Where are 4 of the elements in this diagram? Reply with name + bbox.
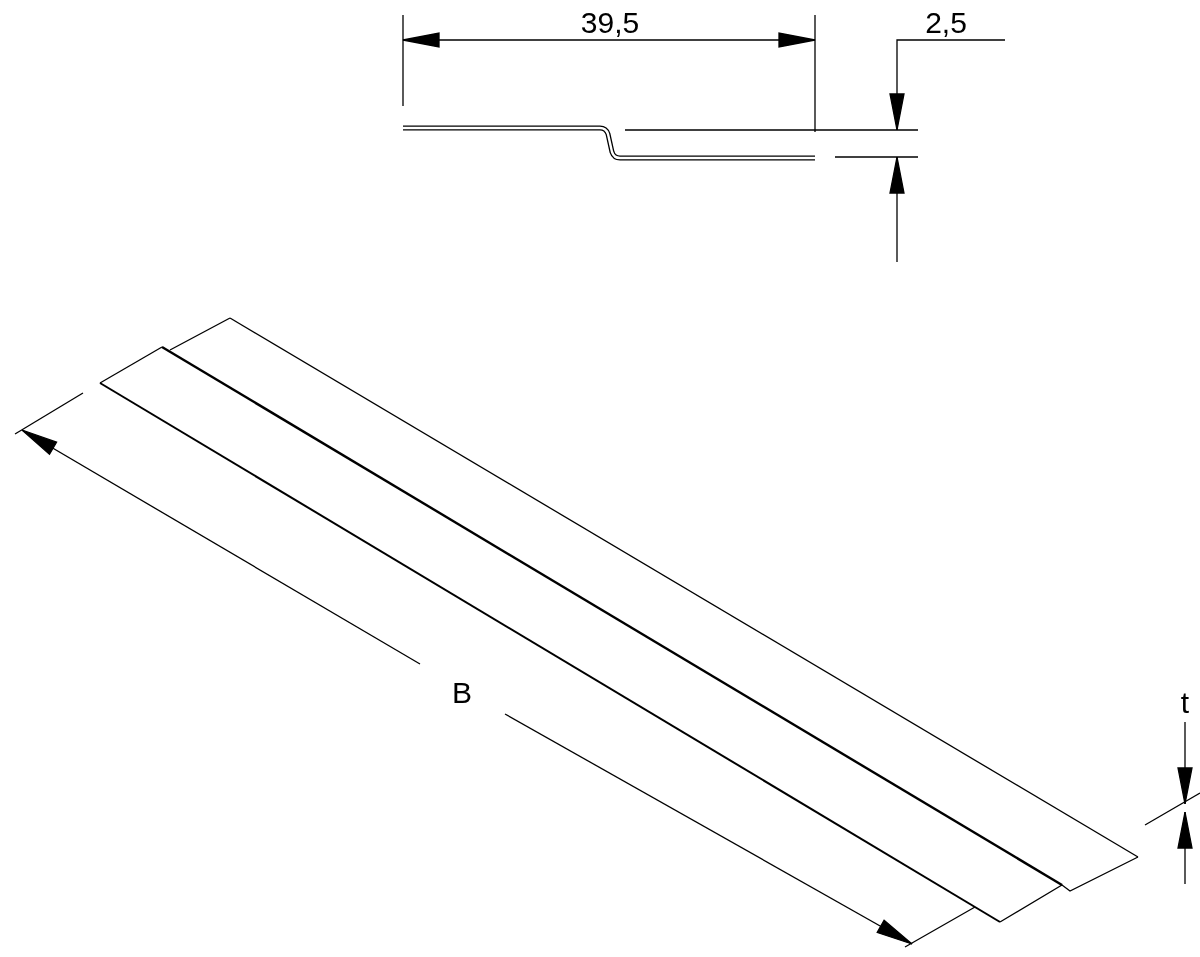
dimension-label: 39,5 [580,8,640,38]
dimension-label: B [452,678,472,708]
dimension-label: t [1180,688,1190,718]
dimension-label: 2,5 [925,8,967,38]
